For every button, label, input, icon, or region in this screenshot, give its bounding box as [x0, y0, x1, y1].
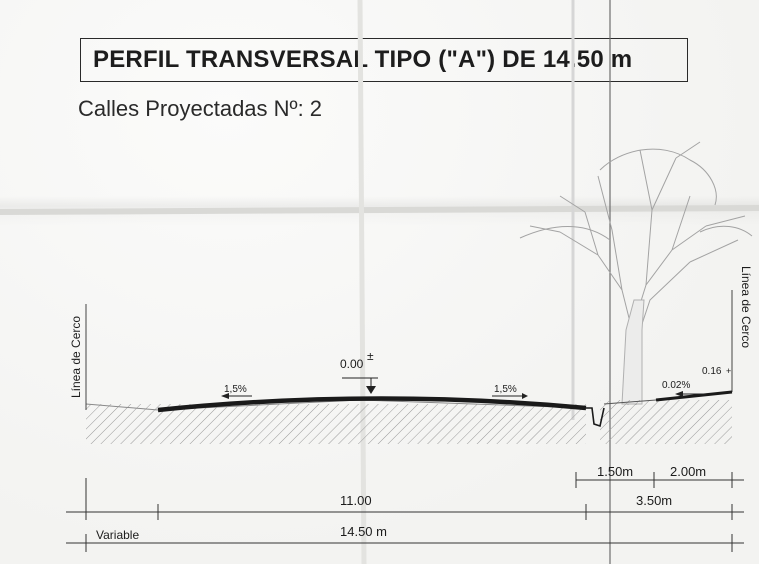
dim-variable: Variable	[96, 528, 139, 542]
curb-height-marker: +	[726, 366, 731, 376]
dim-roadway: 11.00	[340, 493, 372, 508]
dim-sidewalk: 2.00m	[670, 464, 706, 479]
slope-sidewalk-label: 0.02%	[662, 380, 690, 391]
tree-trunk	[621, 299, 645, 405]
paper-crease-vertical	[357, 0, 367, 564]
level-label: 0.00	[340, 357, 364, 371]
right-fence-label: Línea de Cerco	[739, 266, 753, 348]
left-fence-label: Línea de Cerco	[69, 316, 83, 398]
slope-left-label: 1,5%	[224, 384, 247, 395]
planting-strip-surface	[603, 399, 657, 405]
drawing-subtitle: Calles Proyectadas Nº: 2	[78, 96, 323, 121]
dimension-lines	[66, 472, 744, 552]
level-sign: ±	[367, 349, 374, 363]
dim-total: 14.50 m	[340, 524, 387, 539]
curb-gutter	[586, 407, 605, 428]
paper-crease-horizontal	[0, 205, 759, 215]
curb-height-label: 0.16	[702, 366, 722, 377]
dim-planting-strip: 1.50m	[597, 464, 633, 479]
roadway-surface	[157, 396, 587, 413]
dim-verge-total: 3.50m	[636, 493, 672, 508]
slope-right-label: 1,5%	[494, 384, 517, 395]
sidewalk-surface	[655, 390, 733, 402]
